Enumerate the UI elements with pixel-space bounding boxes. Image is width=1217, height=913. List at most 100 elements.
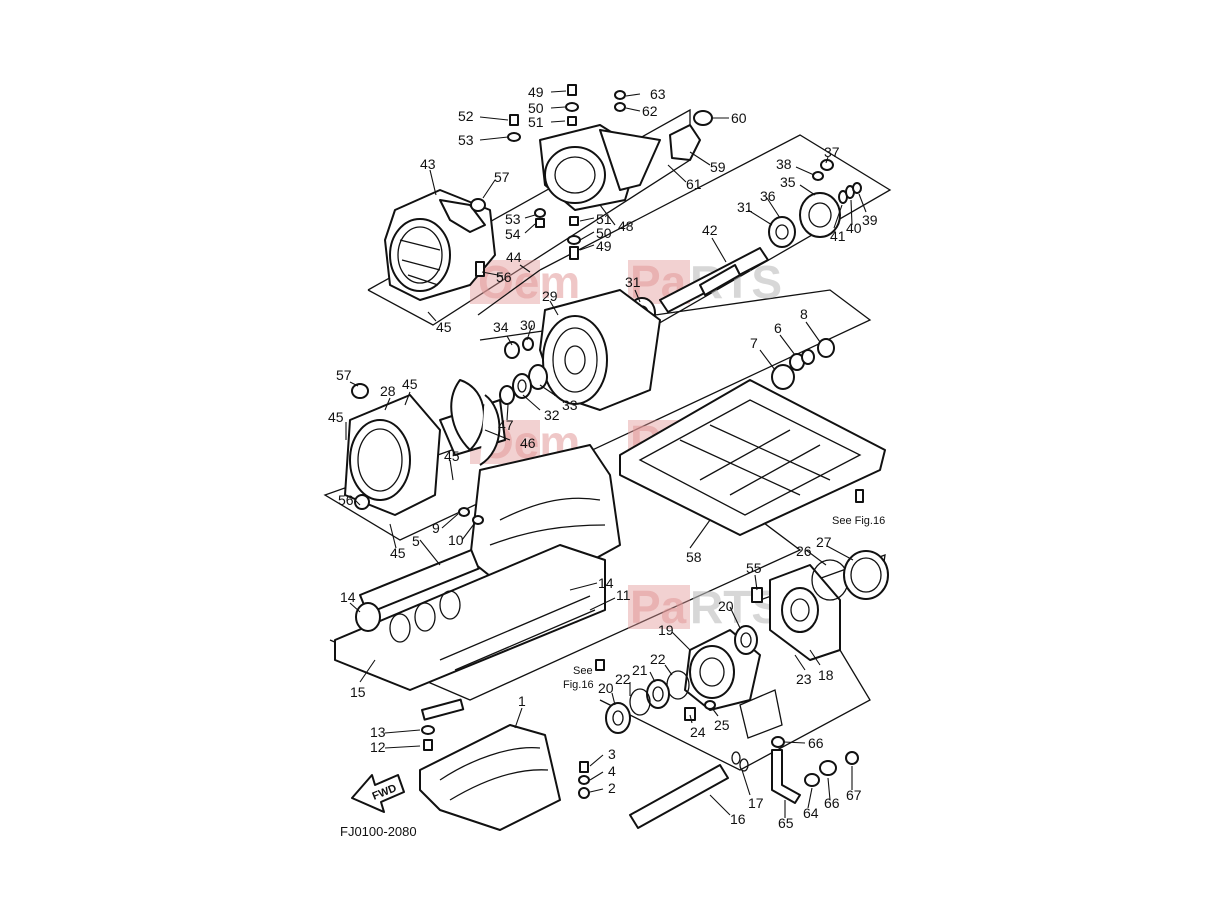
bolts-and-nuts [351,84,864,799]
part-label-47: 47 [498,417,514,433]
part-label-9: 9 [432,520,440,536]
part-label-45: 45 [402,376,418,392]
part-label-49: 49 [528,84,544,100]
part-label-64: 64 [803,805,819,821]
part-label-43: 43 [420,156,436,172]
part-label-26: 26 [796,543,812,559]
bearing-housing-35 [768,192,841,248]
part-label-54: 54 [505,226,521,242]
part-label-23: 23 [796,671,812,687]
part-label-7: 7 [750,335,758,351]
svg-text:Pa: Pa [630,581,687,633]
part-label-17: 17 [748,795,764,811]
duct-28 [344,394,441,516]
part-label-12: 12 [370,739,386,755]
part-label-4: 4 [608,763,616,779]
watermark-top: Oem Pa RTS [470,256,782,308]
see-fig-note-a: See Fig.16 [832,515,885,527]
part-label-20: 20 [718,598,734,614]
part-label-55: 55 [746,560,762,576]
svg-text:RTS: RTS [690,581,782,633]
part-label-1: 1 [518,693,526,709]
part-label-37: 37 [824,144,840,160]
impeller-housing-29 [539,289,661,411]
part-label-60: 60 [731,110,747,126]
part-label-18: 18 [818,667,834,683]
part-label-44: 44 [506,249,522,265]
part-label-30: 30 [520,317,536,333]
part-label-14: 14 [598,575,614,591]
wm-oem: Oem [478,256,580,308]
part-label-19: 19 [658,622,674,638]
part-label-57: 57 [494,169,510,185]
bearings-20-21-22 [605,625,758,734]
part-label-56: 56 [338,492,354,508]
part-label-67: 67 [846,787,862,803]
part-label-66: 66 [824,795,840,811]
part-label-16: 16 [730,811,746,827]
part-label-66: 66 [808,735,824,751]
part-label-32: 32 [544,407,560,423]
part-label-35: 35 [780,174,796,190]
see-fig-note-b-line2: Fig.16 [563,679,594,691]
steering-nozzle-48 [539,124,661,211]
part-label-6: 6 [774,320,782,336]
part-label-46: 46 [520,435,536,451]
fwd-arrow-icon: FWD [351,774,405,813]
part-label-53: 53 [458,132,474,148]
nozzle-housing-43 [384,189,496,301]
bracket-59 [669,110,713,161]
part-label-13: 13 [370,724,386,740]
part-label-61: 61 [686,176,702,192]
part-label-57: 57 [336,367,352,383]
pump-cover-1 [419,724,561,831]
part-label-5: 5 [412,533,420,549]
part-label-49: 49 [596,238,612,254]
part-label-58: 58 [686,549,702,565]
part-label-45: 45 [328,409,344,425]
part-label-31: 31 [625,274,641,290]
part-label-42: 42 [702,222,718,238]
intake-grate-58 [619,379,886,536]
part-label-50: 50 [596,225,612,241]
part-label-33: 33 [562,397,578,413]
part-label-22: 22 [615,671,631,687]
part-label-21: 21 [632,662,648,678]
part-label-45: 45 [436,319,452,335]
seals-32-33-47 [499,364,548,405]
part-label-65: 65 [778,815,794,831]
part-label-29: 29 [542,288,558,304]
part-label-3: 3 [608,746,616,762]
part-label-41: 41 [830,228,846,244]
part-label-50: 50 [528,100,544,116]
impeller-46 [439,379,506,466]
part-number-labels: 49 50 51 52 53 63 62 60 59 61 43 57 53 5… [328,84,878,831]
part-label-36: 36 [760,188,776,204]
part-label-39: 39 [862,212,878,228]
cover-18 [769,564,841,661]
part-label-10: 10 [448,532,464,548]
o-rings-26-27 [811,550,889,601]
part-label-11: 11 [616,587,631,603]
part-label-8: 8 [800,306,808,322]
part-label-15: 15 [350,684,366,700]
part-label-53: 53 [505,211,521,227]
part-label-48: 48 [618,218,634,234]
part-label-24: 24 [690,724,706,740]
part-label-14: 14 [340,589,356,605]
part-label-2: 2 [608,780,616,796]
part-label-45: 45 [390,545,406,561]
hose-fittings-64-67 [771,736,859,804]
ride-plate-14-15 [334,544,606,691]
part-label-27: 27 [816,534,832,550]
see-fig-note-b-line1: See [573,665,593,677]
part-label-62: 62 [642,103,658,119]
part-label-22: 22 [650,651,666,667]
part-label-34: 34 [493,319,509,335]
leader-lines [345,90,867,818]
part-label-20: 20 [598,680,614,696]
part-label-40: 40 [846,220,862,236]
part-label-52: 52 [458,108,474,124]
part-label-38: 38 [776,156,792,172]
part-label-28: 28 [380,383,396,399]
